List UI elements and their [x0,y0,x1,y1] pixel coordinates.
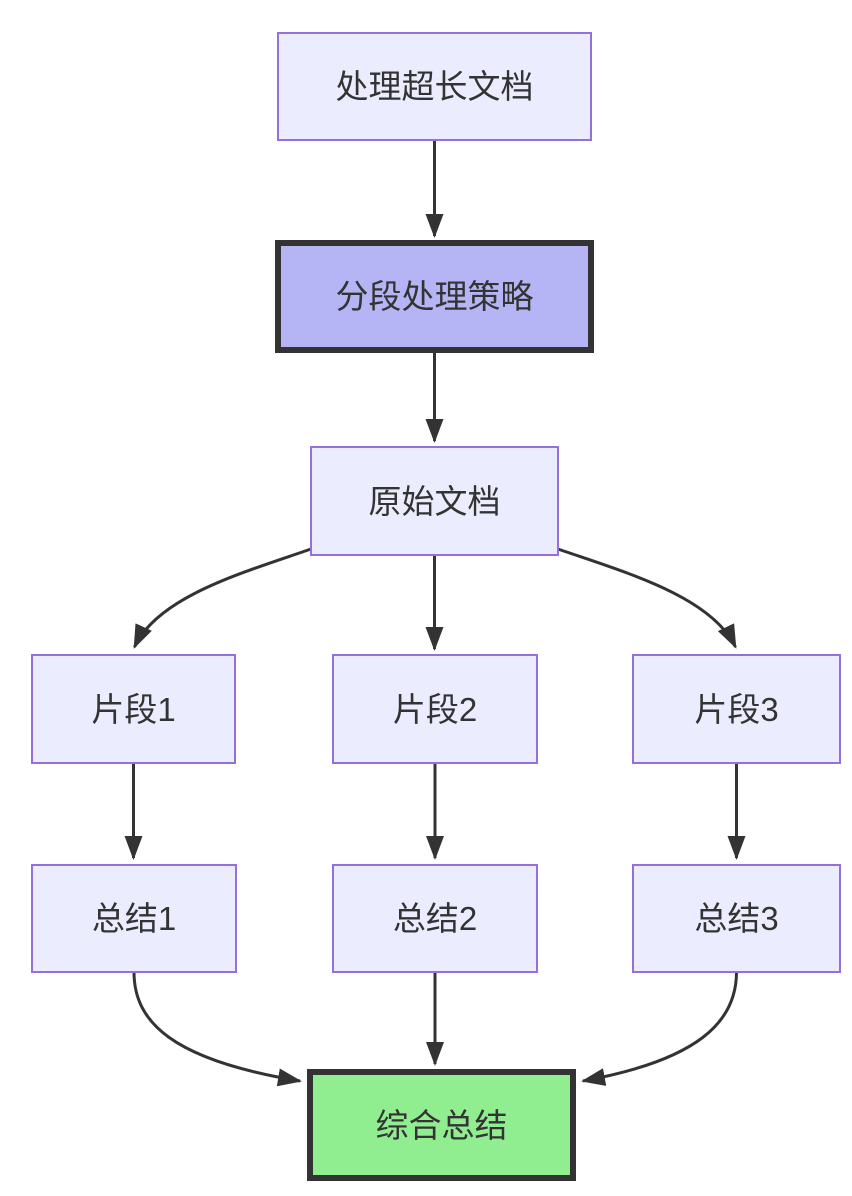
node-sum3-box [632,864,841,973]
node-chunk1: 片段1 [31,654,236,764]
edge-doc-chunk3 [557,547,737,649]
node-chunk3-label: 片段3 [694,691,778,728]
node-task: 处理超长文档 [277,32,592,141]
node-strategy: 分段处理策略 [275,240,594,353]
node-final-box [307,1069,576,1181]
node-chunk2-box [332,654,538,764]
node-sum2-box [332,864,538,973]
node-task-label: 处理超长文档 [336,68,534,105]
node-chunk3: 片段3 [632,654,841,764]
node-sum1-box [31,864,237,973]
node-final-label: 综合总结 [376,1107,508,1144]
node-sum1-label: 总结1 [92,900,176,937]
node-sum2-label: 总结2 [393,900,477,937]
node-chunk1-box [31,654,236,764]
node-doc-box [310,446,559,556]
node-doc-label: 原始文档 [369,483,501,520]
node-chunk2-label: 片段2 [393,691,477,728]
edge-sum3-final [581,971,738,1086]
edge-doc-chunk1 [133,547,312,649]
node-sum3-label: 总结3 [694,900,778,937]
node-task-box [277,32,592,141]
node-sum3: 总结3 [632,864,841,973]
node-strategy-label: 分段处理策略 [336,278,534,315]
node-final: 综合总结 [307,1069,576,1181]
node-sum2: 总结2 [332,864,538,973]
edge-sum1-final [132,971,302,1087]
node-layer: 处理超长文档 分段处理策略 原始文档 片段1 片段2 片段3 总结1 [31,32,841,1181]
node-chunk1-label: 片段1 [91,691,175,728]
edge-layer [124,140,746,1087]
node-sum1: 总结1 [31,864,237,973]
node-chunk2: 片段2 [332,654,538,764]
node-chunk3-box [632,654,841,764]
node-doc: 原始文档 [310,446,559,556]
node-strategy-box [275,240,594,353]
